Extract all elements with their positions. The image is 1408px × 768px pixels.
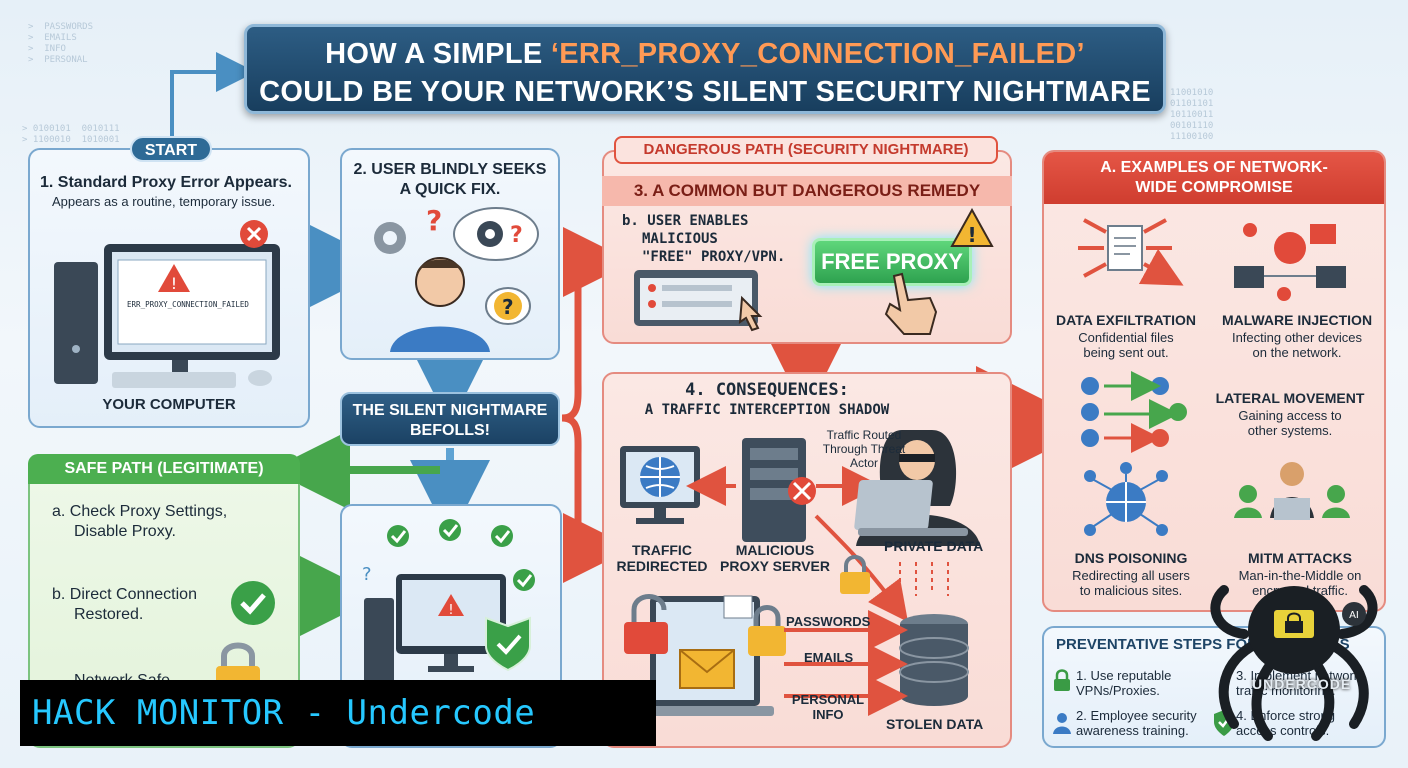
svg-text:?: ? — [502, 295, 514, 319]
silent-nightmare-box: THE SILENT NIGHTMARE BEFOLLS! — [340, 392, 560, 446]
examples-header: A. EXAMPLES OF NETWORK- WIDE COMPROMISE — [1044, 152, 1384, 204]
secure-computer-icon: ? ! — [362, 519, 535, 684]
stolen-data-label: STOLEN DATA — [886, 716, 984, 732]
title-line-2: COULD BE YOUR NETWORK’S SILENT SECURITY … — [259, 76, 1151, 108]
step2-title: 2. USER BLINDLY SEEKS A QUICK FIX. — [353, 161, 547, 198]
prevent-step-1: 1. Use reputable VPNs/Proxies. — [1076, 668, 1172, 698]
step3-title: 3. A COMMON BUT DANGEROUS REMEDY — [602, 176, 1012, 206]
bg-code-block: > PASSWORDS > EMAILS > INFO > PERSONAL — [28, 22, 94, 65]
dangerous-path-header: DANGEROUS PATH (SECURITY NIGHTMARE) — [614, 136, 998, 164]
warning-icon: ! — [950, 208, 994, 247]
traffic-routed-label: Traffic Routed Through Threat Actor — [822, 428, 906, 470]
dns-title: DNS POISONING — [1074, 550, 1188, 566]
emails-label: EMAILS — [804, 650, 854, 665]
malware-desc: Infecting other devices on the network. — [1231, 330, 1363, 360]
proxy-settings-window-icon — [634, 270, 763, 332]
error-highlight: ‘ERR_PROXY_CONNECTION_FAILED’ — [550, 38, 1085, 70]
malicious-server-label: MALICIOUS PROXY SERVER — [720, 542, 830, 574]
exfil-desc: Confidential files being sent out. — [1078, 330, 1174, 360]
undercode-watermark: UNDERCODE — [1252, 676, 1352, 692]
svg-text:!: ! — [967, 223, 976, 247]
passwords-label: PASSWORDS — [786, 614, 871, 629]
check-icon — [231, 581, 275, 625]
safe-step-b: b. Direct Connection Restored. — [52, 586, 197, 623]
main-title: HOW A SIMPLE ‘ERR_PROXY_CONNECTION_FAILE… — [244, 24, 1166, 114]
safe-step-a: a. Check Proxy Settings, Disable Proxy. — [52, 503, 228, 540]
interception-illustration — [620, 430, 980, 716]
bg-binary-right: 11001010 01101101 10110011 00101110 1110… — [1170, 88, 1214, 142]
prevent-icons-left — [1053, 669, 1071, 734]
svg-text:?: ? — [426, 204, 442, 237]
hack-monitor-banner: HACK MONITOR - Undercode — [20, 680, 656, 746]
bg-binary-left: > 0100101 0010111 > 1100010 1010001 — [22, 124, 120, 145]
traffic-redirected-label: TRAFFIC REDIRECTED — [616, 542, 708, 574]
svg-text:?: ? — [362, 564, 372, 585]
step1-title: 1. Standard Proxy Error Appears. — [40, 174, 292, 191]
private-data-label: PRIVATE DATA — [884, 538, 984, 554]
malware-title: MALWARE INJECTION — [1221, 312, 1373, 328]
ai-badge-text: AI — [1349, 610, 1359, 621]
free-proxy-button: FREE PROXY — [812, 238, 972, 286]
svg-text:!: ! — [171, 274, 177, 293]
pointing-hand-icon — [884, 272, 938, 335]
personal-info-label: PERSONAL INFO — [791, 692, 865, 722]
computer-error-icon: ! — [54, 220, 280, 388]
step3-b-text: b. USER ENABLES MALICIOUS "FREE" PROXY/V… — [622, 213, 786, 265]
octopus-logo-icon: AI — [1210, 585, 1378, 741]
mitm-title: MITM ATTACKS — [1248, 550, 1352, 566]
confused-user-icon: ? ? ? — [374, 204, 539, 352]
svg-text:!: ! — [448, 603, 453, 618]
title-line-1: HOW A SIMPLE ‘ERR_PROXY_CONNECTION_FAILE… — [325, 38, 1085, 70]
examples-icons — [1078, 218, 1350, 536]
safe-path-header: SAFE PATH (LEGITIMATE) — [28, 454, 300, 484]
computer-label: YOUR COMPUTER — [102, 396, 236, 413]
step1-subtitle: Appears as a routine, temporary issue. — [52, 194, 276, 209]
svg-text:?: ? — [510, 223, 523, 248]
lateral-title: LATERAL MOVEMENT — [1215, 390, 1365, 406]
lateral-desc: Gaining access to other systems. — [1238, 408, 1342, 438]
error-code-text: ERR_PROXY_CONNECTION_FAILED — [127, 300, 249, 309]
dns-desc: Redirecting all users to malicious sites… — [1072, 568, 1190, 598]
exfil-title: DATA EXFILTRATION — [1056, 312, 1196, 328]
prevent-step-2: 2. Employee security awareness training. — [1076, 708, 1197, 738]
start-pill: START — [130, 136, 212, 162]
consequences-title: 4. CONSEQUENCES: A TRAFFIC INTERCEPTION … — [644, 380, 890, 418]
